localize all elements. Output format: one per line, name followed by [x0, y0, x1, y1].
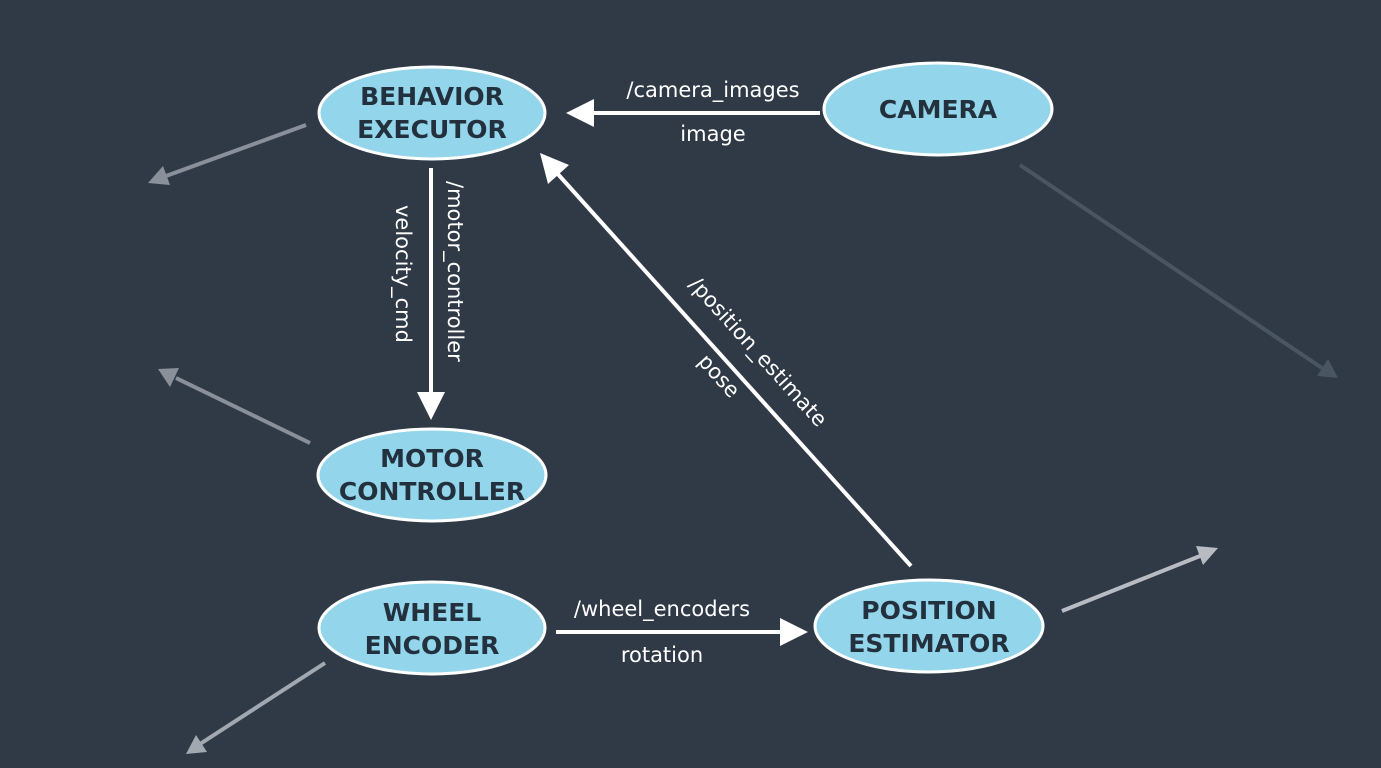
edge-topic-label: /wheel_encoders	[574, 597, 750, 622]
faded-arrow-motor-left	[158, 368, 311, 445]
node-position-estimator: POSITION ESTIMATOR	[813, 578, 1045, 674]
faded-arrow-position-right	[1061, 546, 1218, 613]
edge-behavior-to-motor: /motor_controller velocity_cmd	[390, 168, 467, 420]
node-label-line1: CAMERA	[879, 95, 998, 124]
faded-arrow-wheel-down	[186, 661, 327, 754]
edge-wheel-to-position: /wheel_encoders rotation	[556, 597, 808, 667]
node-label-line1: POSITION	[861, 596, 996, 625]
node-label-line2: ENCODER	[365, 631, 500, 660]
edge-message-label: image	[680, 122, 745, 146]
node-label-line1: MOTOR	[380, 444, 484, 473]
node-label-line2: EXECUTOR	[357, 115, 507, 144]
node-wheel-encoder: WHEEL ENCODER	[317, 580, 547, 676]
edge-message-label: velocity_cmd	[390, 205, 415, 343]
node-label-line1: WHEEL	[383, 598, 482, 627]
node-label-line2: CONTROLLER	[339, 477, 525, 506]
arrowhead	[566, 99, 594, 127]
node-motor-controller: MOTOR CONTROLLER	[316, 427, 548, 523]
node-label-line1: BEHAVIOR	[360, 82, 504, 111]
edge-message-label: rotation	[621, 643, 703, 667]
node-label-line2: ESTIMATOR	[848, 629, 1009, 658]
faded-arrow-camera-right	[1018, 163, 1338, 378]
faded-arrows	[148, 123, 1338, 754]
faded-arrow-behavior-left	[148, 123, 307, 185]
arrowhead	[540, 153, 569, 184]
node-behavior-executor: BEHAVIOR EXECUTOR	[317, 65, 547, 161]
edge-topic-label: /motor_controller	[442, 181, 467, 362]
edge-topic-label: /position_estimate	[684, 272, 832, 432]
arrowhead	[417, 392, 445, 420]
arrowhead	[780, 618, 808, 646]
edge-camera-to-behavior: /camera_images image	[566, 78, 820, 146]
node-camera: CAMERA	[822, 61, 1054, 157]
edge-position-to-behavior: /position_estimate pose	[540, 153, 913, 568]
edge-topic-label: /camera_images	[626, 78, 799, 103]
